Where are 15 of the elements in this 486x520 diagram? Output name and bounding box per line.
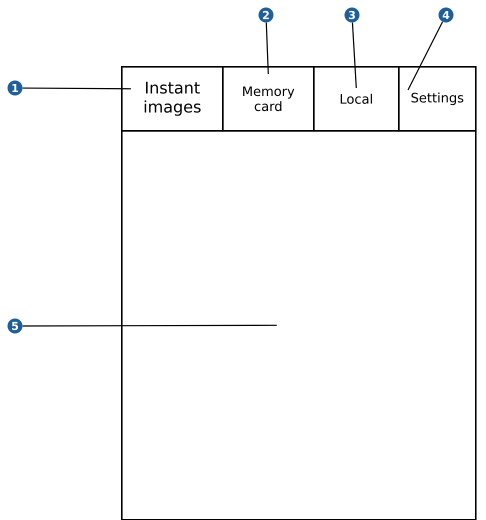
- leader-line: [266, 22, 269, 74]
- content-panel: [121, 130, 477, 520]
- leader-line: [407, 22, 444, 90]
- tab-button: Settings: [398, 66, 477, 132]
- leader-line: [22, 87, 131, 90]
- callout-number: 1: [8, 80, 22, 96]
- callout-number: 3: [344, 8, 360, 22]
- leader-line: [22, 324, 277, 327]
- callout-number: 2: [258, 8, 274, 22]
- tab-button: Memory card: [222, 66, 315, 132]
- tab-button: Local: [313, 66, 400, 132]
- tab-button: Instant images: [121, 66, 224, 132]
- leader-line: [352, 22, 357, 88]
- callout-number: 4: [438, 8, 454, 22]
- callout-number: 5: [8, 318, 22, 334]
